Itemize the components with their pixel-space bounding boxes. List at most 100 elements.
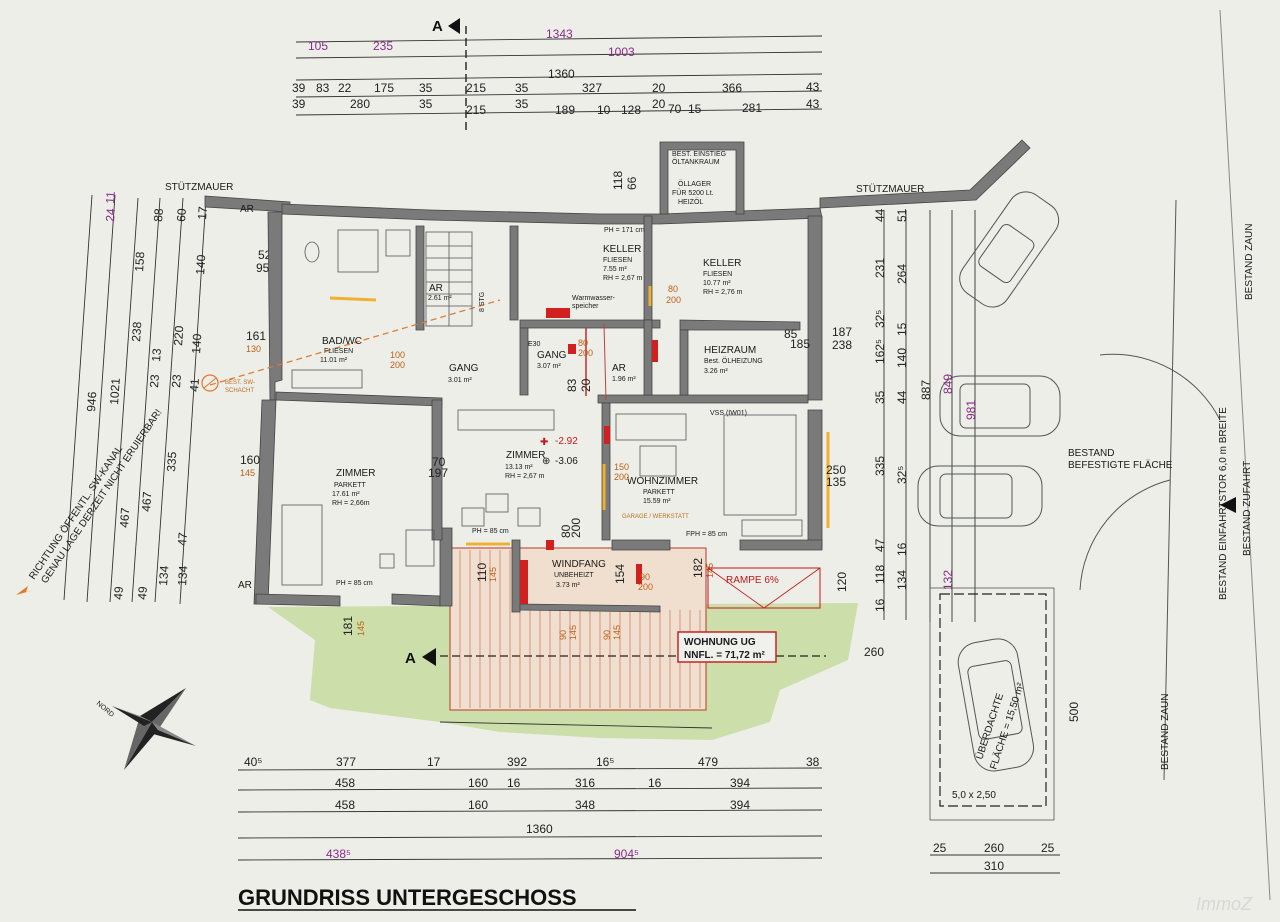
dim-r1-8: 16 [873, 598, 887, 612]
dim-top-r5-4: 35 [515, 97, 529, 111]
section-arrow-bottom-icon [422, 648, 436, 666]
dim-r2-3: 140 [895, 348, 909, 368]
garage-dim-25b: 25 [1041, 841, 1055, 855]
dim-left-140: 140 [189, 333, 204, 354]
dim-top-r4-8: 20 [652, 81, 666, 95]
dim-left-160: 160 [240, 453, 260, 467]
dim-top-r4-2: 22 [338, 81, 352, 95]
zimmer2-rh: RH = 2,67 m [505, 473, 545, 480]
gang2-name: GANG [537, 350, 567, 361]
door-85: 85 [784, 327, 798, 341]
dim-r2-2: 15 [895, 322, 909, 336]
wind-sub: UNBEHEIZT [554, 572, 594, 579]
furniture [281, 409, 803, 586]
rampe-label: RAMPE 6% [726, 575, 779, 586]
dim-b3-3: 394 [730, 798, 750, 812]
section-arrow-top-icon [448, 18, 460, 34]
keller2-rh: RH = 2,76 m [703, 289, 743, 296]
zimmer1-area: 17.61 m² [332, 491, 360, 498]
dim-left-467a: 467 [117, 507, 132, 528]
dim-r5-0: 981 [964, 400, 978, 420]
dim-top-r4-4: 35 [419, 81, 433, 95]
sewer-direction-arrow-icon [16, 586, 34, 595]
d-90a: 90 [558, 630, 568, 640]
dim-top-r5-7: 128 [621, 103, 641, 117]
oiltank-l4: FÜR 5200 Lt. [672, 189, 714, 197]
dim-b1-0: 40⁵ [244, 755, 262, 769]
d-154: 154 [613, 564, 627, 584]
dim-left-200: 140 [193, 254, 208, 275]
dim-b2-3: 316 [575, 776, 595, 790]
gang1-area: 3.01 m² [448, 377, 472, 384]
d-181: 181 [341, 616, 355, 636]
d-20: 20 [579, 378, 593, 392]
bad-area: 11.01 m² [320, 357, 348, 364]
gang2-area: 3.07 m² [537, 363, 561, 370]
sewer-label-1: BEST. SW- [225, 380, 255, 386]
grid-label: GARAGE / WERKSTATT [622, 514, 689, 520]
wind-name: WINDFANG [552, 559, 606, 570]
car-2-icon [939, 375, 1061, 437]
heiz-name: HEIZRAUM [704, 345, 756, 356]
north-arrow-icon: NORD [95, 688, 196, 770]
dim-top-r4-7: 327 [582, 81, 602, 95]
dim-b3-0: 458 [335, 798, 355, 812]
level-marker-2-icon: ⊕ [542, 456, 550, 467]
dim-b1-5: 479 [698, 755, 718, 769]
boundary-annotations: BESTAND ZAUN BESTAND ZAUN BESTAND BEFEST… [1068, 9, 1271, 901]
dim-b2-4: 16 [648, 776, 662, 790]
sewer-line [209, 299, 501, 386]
d-83: 83 [565, 378, 579, 392]
heiz-sub: Best. ÖLHEIZUNG [704, 357, 763, 365]
access-label: BESTAND ZUFAHRT [1242, 461, 1253, 556]
door-80a: 80 [578, 338, 588, 348]
dim-left-238: 238 [129, 321, 144, 342]
dim-r1-1: 231 [873, 258, 887, 278]
ar2-name: AR [612, 363, 626, 374]
zimmer2-name: ZIMMER [506, 450, 545, 461]
dim-r1-0: 44 [873, 208, 887, 222]
dim-b1-6: 38 [806, 755, 820, 769]
dim-260: 260 [864, 645, 884, 659]
top-dimension-chain: 105 235 1343 1003 1360 39 83 22 175 35 2… [292, 27, 823, 117]
terrace-decking [459, 550, 701, 708]
dim-left-946: 946 [84, 391, 99, 412]
dim-top-r5-9: 70 [668, 102, 682, 116]
keller1-floor: FLIESEN [603, 257, 632, 264]
section-a-label-bottom: A [405, 650, 416, 667]
door-200e: 200 [638, 582, 653, 592]
section-a-label-top: A [432, 18, 443, 35]
dim-r1-5: 335 [873, 456, 887, 476]
dim-r1-4: 35 [873, 390, 887, 404]
watermark: ImmoZ [1196, 894, 1253, 914]
garage-dim-310: 310 [984, 859, 1004, 873]
ar2-area: 1.96 m² [612, 376, 636, 383]
retaining-wall-right-label: STÜTZMAUER [856, 183, 924, 195]
dim-left-220: 220 [171, 325, 186, 346]
dim-left-47: 47 [175, 532, 190, 547]
dim-top-r4-5: 215 [466, 81, 486, 95]
door-dimensions: 100 200 80 200 80 200 150 200 90 200 70 … [341, 284, 810, 640]
dim-r2-6: 16 [895, 542, 909, 556]
terrace [449, 547, 707, 711]
warm-1: Warmwasser- [572, 295, 616, 302]
dim-r2-7: 134 [895, 570, 909, 590]
dim-b4-0: 1360 [526, 822, 553, 836]
dim-left-23b: 23 [169, 374, 184, 389]
dim-135: 135 [826, 475, 846, 489]
orange-markings [329, 286, 830, 546]
dim-left-49a: 49 [111, 586, 126, 601]
vss-label: VSS (IW01) [710, 410, 747, 417]
dim-left-1021: 1021 [107, 377, 123, 405]
dim-left-161: 161 [246, 329, 266, 343]
dim-r1-2: 32⁵ [873, 310, 887, 328]
dim-r4-0: 849 [941, 374, 955, 394]
right-dimension-chain: 44 231 32⁵ 162⁵ 35 335 47 118 16 51 264 … [826, 208, 1081, 722]
d-145e: 145 [356, 621, 366, 636]
dim-left-134a: 134 [156, 565, 171, 586]
dim-b5-0: 438⁵ [326, 847, 351, 861]
wohn-name: WOHNZIMMER [627, 476, 698, 487]
dim-top-r5-10: 15 [688, 102, 702, 116]
dim-b2-0: 458 [335, 776, 355, 790]
dim-left-145: 145 [240, 468, 255, 478]
